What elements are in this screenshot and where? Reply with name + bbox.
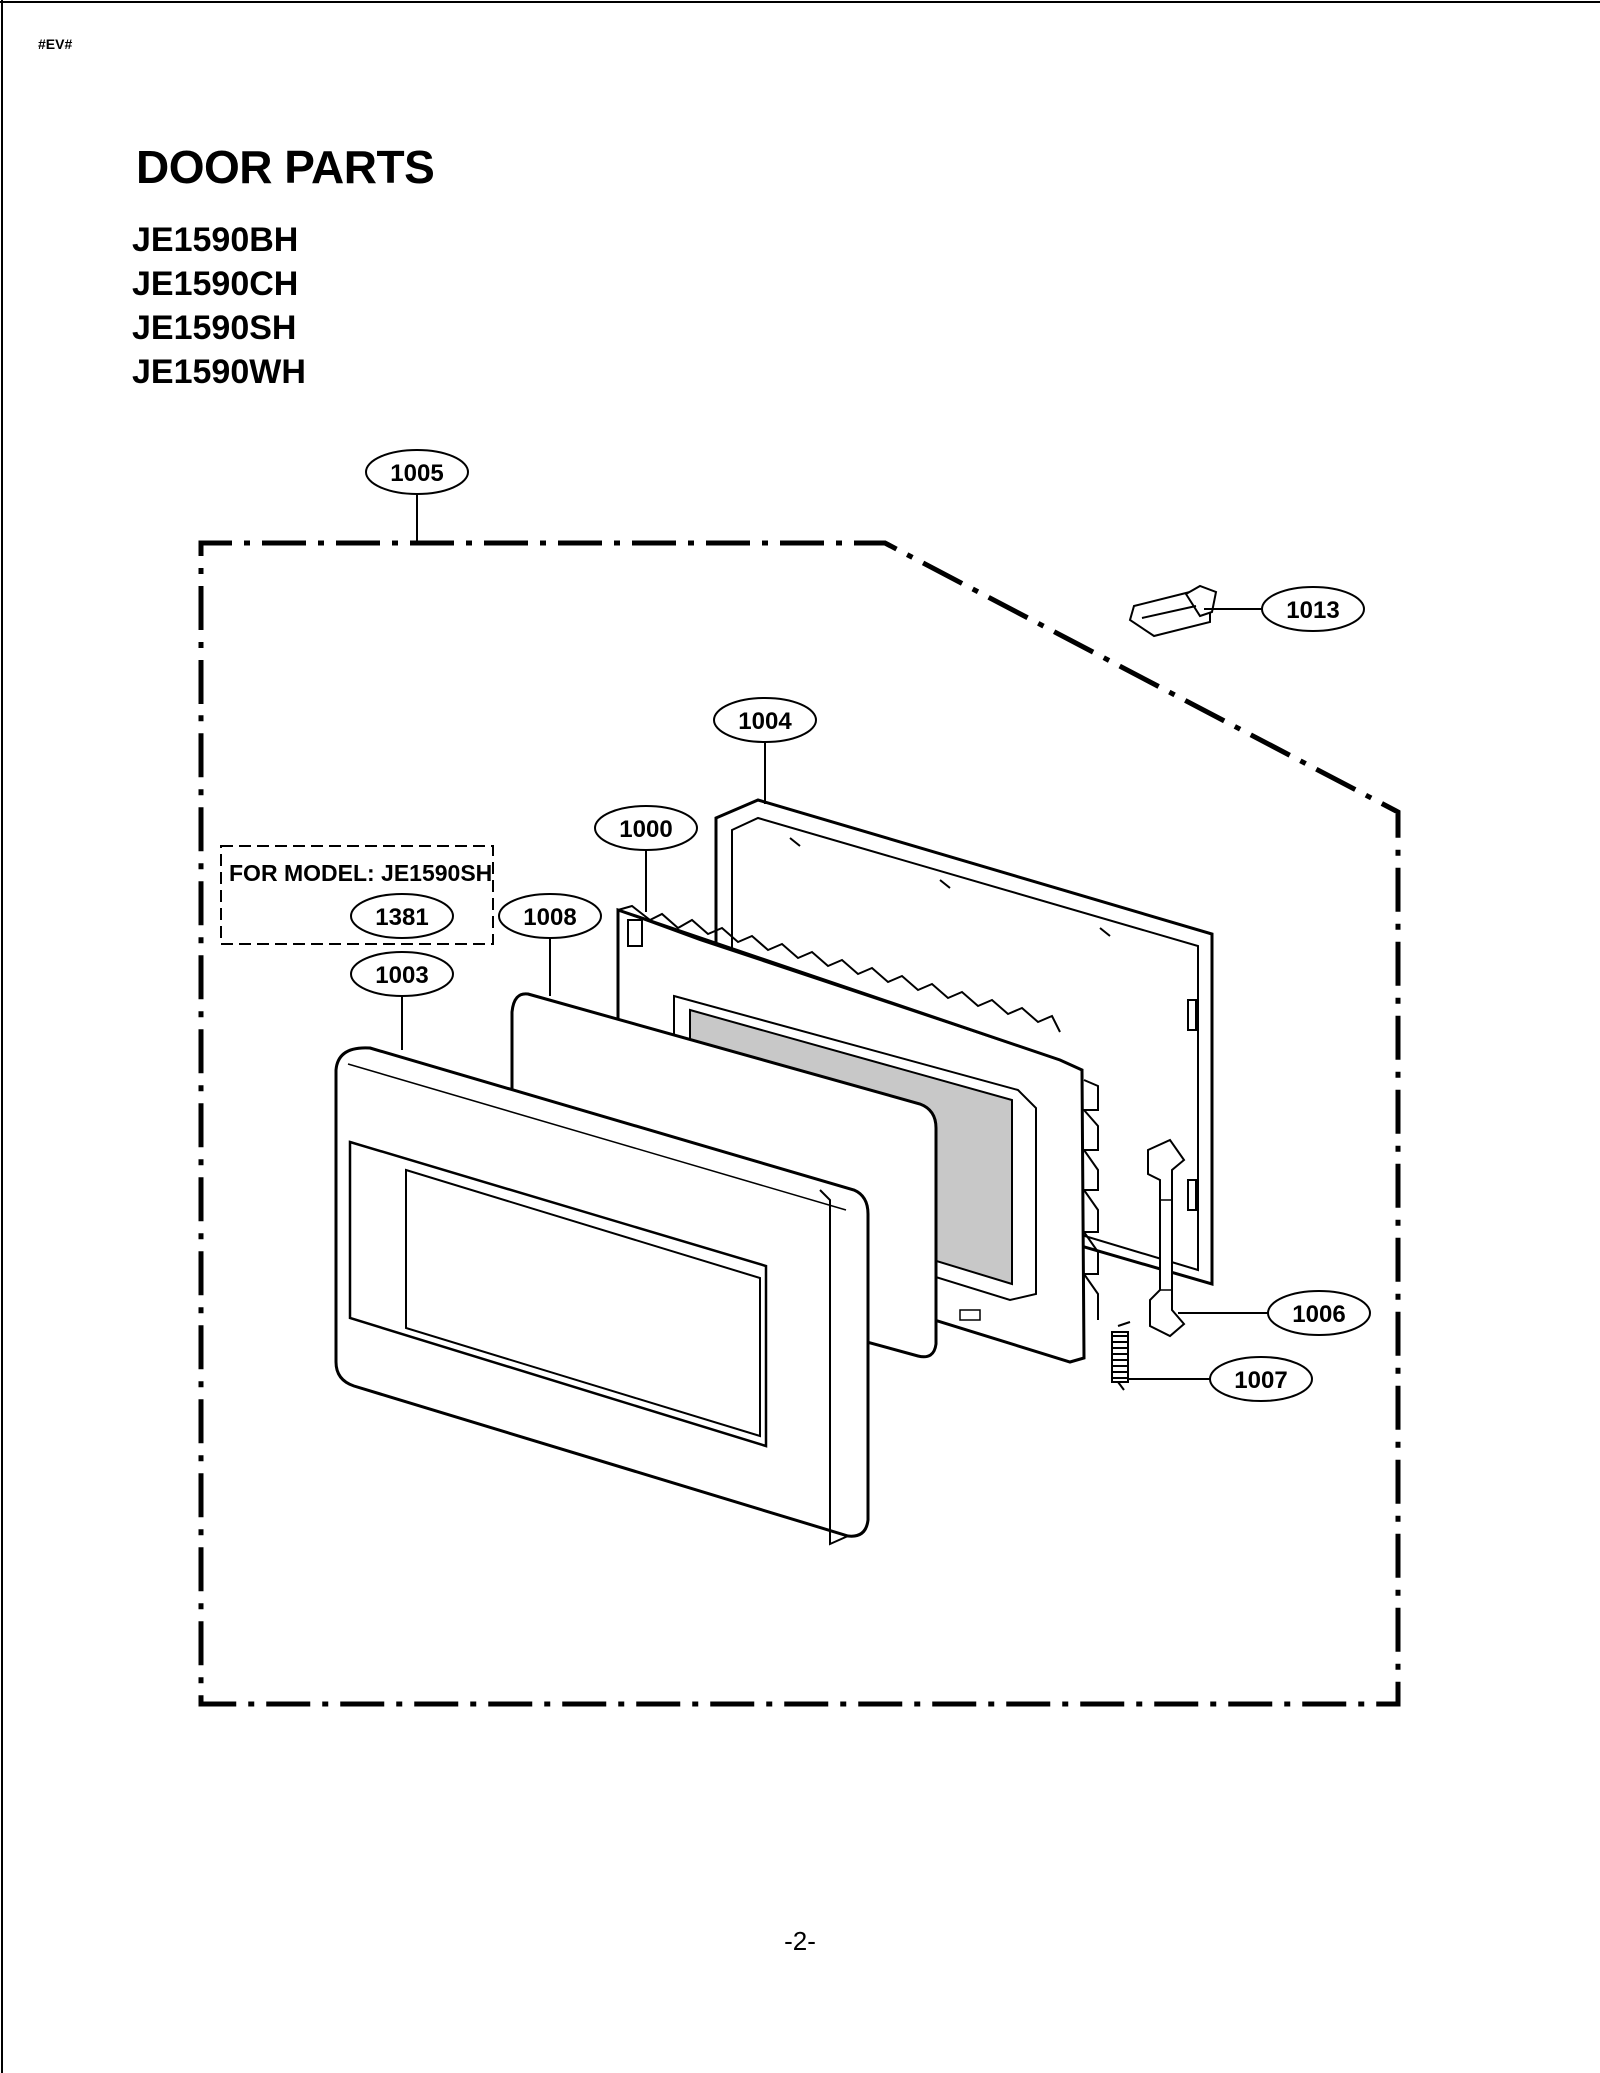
callout-1003: 1003 (350, 951, 454, 1050)
callout-label: 1013 (1286, 597, 1339, 624)
callout-label: 1381 (375, 904, 428, 931)
callout-1008: 1008 (498, 893, 602, 996)
model-note-box (220, 845, 494, 945)
callout-1006: 1006 (1178, 1290, 1371, 1336)
model-number: JE1590SH (132, 309, 297, 347)
callout-1013: 1013 (1204, 586, 1365, 632)
callout-label: 1006 (1292, 1301, 1345, 1328)
callout-1005: 1005 (365, 449, 469, 545)
latch-hook-1006 (1147, 1138, 1186, 1338)
callout-1000: 1000 (594, 805, 698, 912)
small-part-1013 (1128, 584, 1218, 638)
assembly-boundary (198, 540, 1401, 1707)
callout-label: 1003 (375, 962, 428, 989)
door-trim-1003 (334, 1046, 870, 1546)
model-note-label: FOR MODEL: JE1590SH (229, 860, 492, 886)
callout-label: 1005 (390, 460, 443, 487)
callout-1004: 1004 (713, 697, 817, 804)
page-number: -2- (784, 1926, 816, 1956)
page-border-left (1, 0, 3, 2073)
callout-label: 1007 (1234, 1367, 1287, 1394)
model-number: JE1590WH (132, 353, 306, 391)
page-border-top (0, 1, 1600, 3)
callout-label: 1000 (619, 816, 672, 843)
page-title: DOOR PARTS (136, 141, 435, 193)
model-number: JE1590BH (132, 221, 299, 259)
latch-spring-1007 (1111, 1321, 1131, 1391)
model-number: JE1590CH (132, 265, 299, 303)
callout-1007: 1007 (1128, 1356, 1313, 1402)
callout-label: 1004 (738, 708, 792, 735)
model-list: JE1590BH JE1590CH JE1590SH JE1590WH (132, 218, 306, 394)
document-code: #EV# (38, 36, 73, 52)
callout-label: 1008 (523, 904, 576, 931)
callout-1381: 1381 (350, 893, 454, 939)
